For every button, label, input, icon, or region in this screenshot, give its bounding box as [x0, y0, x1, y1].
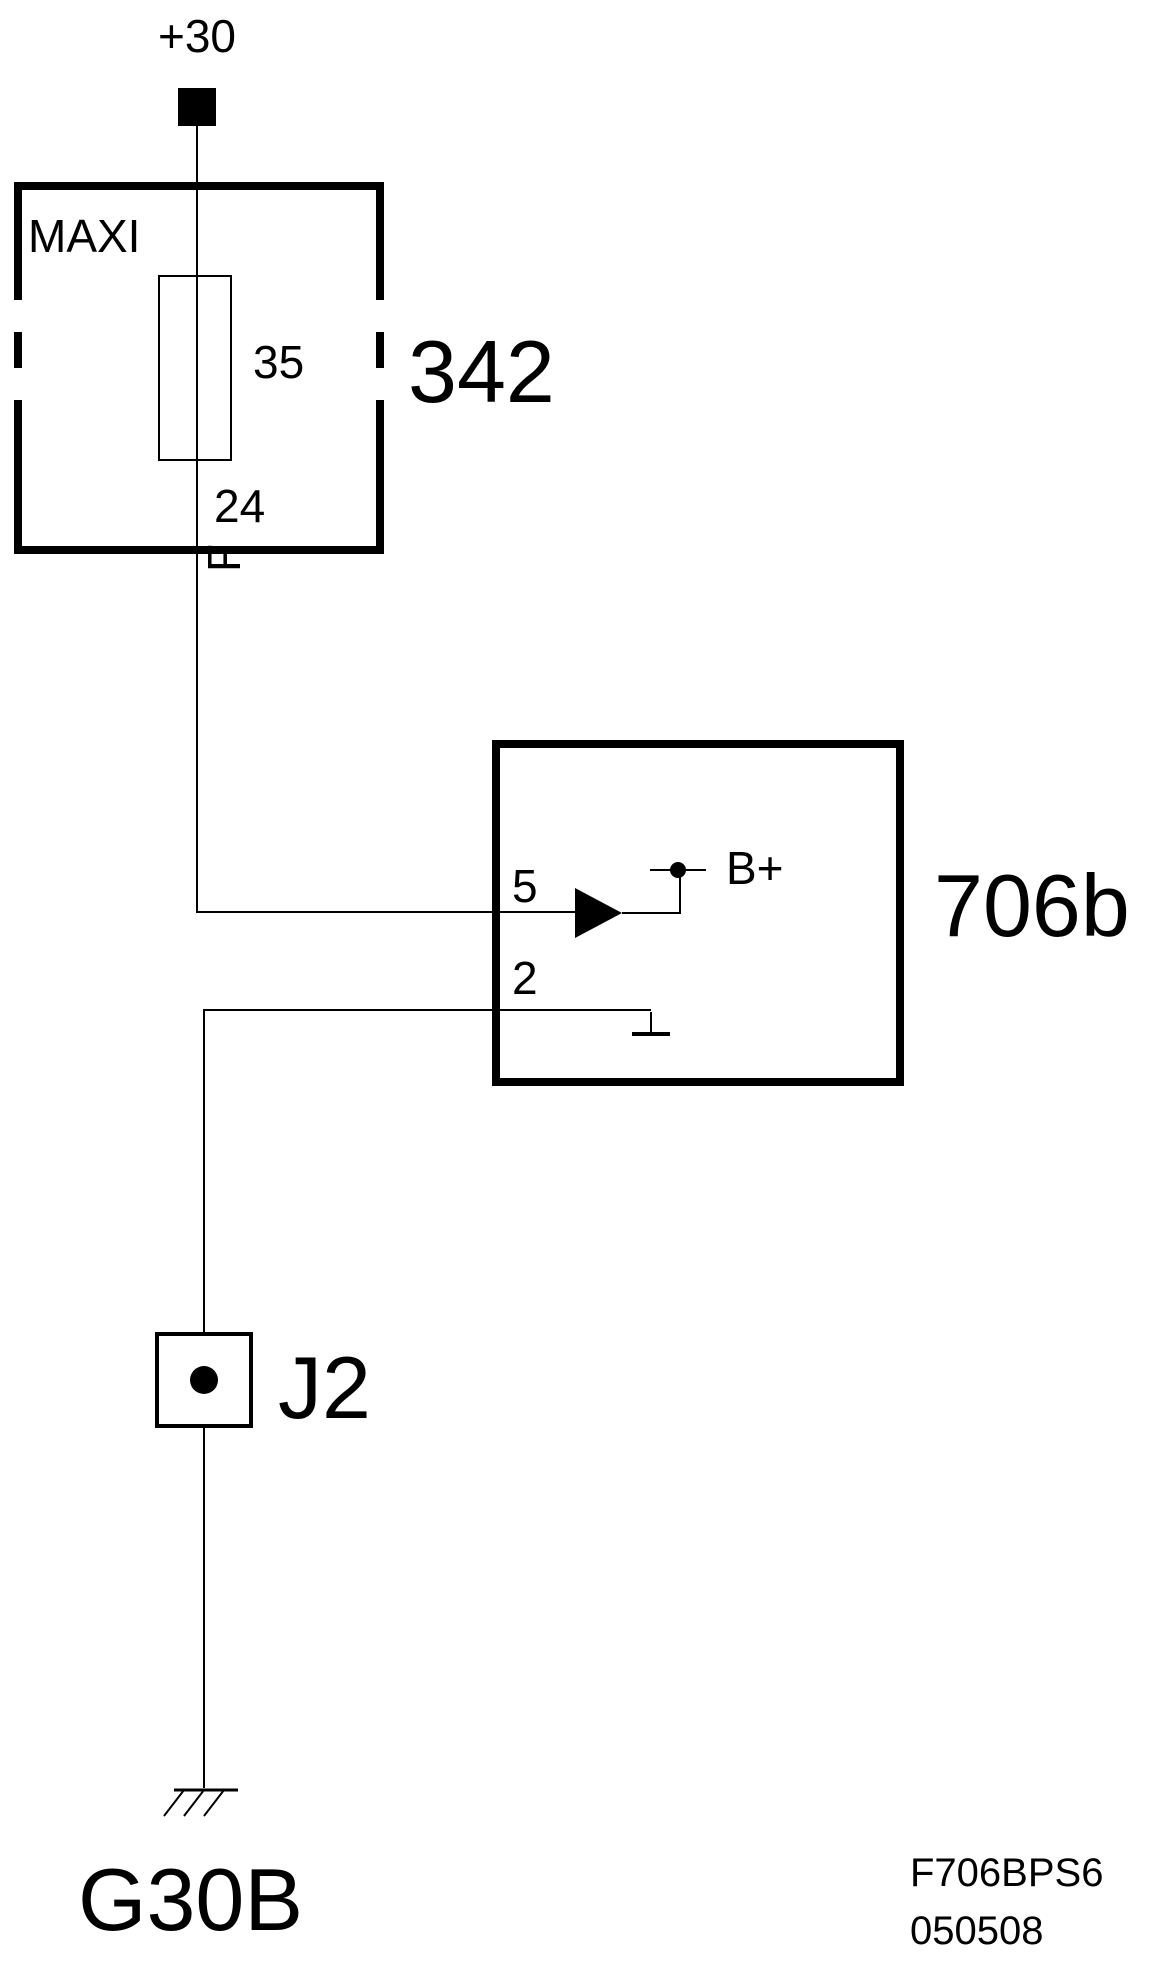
fuse-symbol: [158, 275, 232, 461]
wire-color-label: F: [198, 544, 250, 572]
wire-module-to-ground: [203, 1009, 651, 1788]
wire-supply-to-module: [196, 126, 575, 913]
supply-terminal-square: [178, 88, 216, 126]
module-id: 706b: [934, 856, 1130, 955]
fuse-box-id: 342: [408, 322, 555, 421]
connector-j2: J2: [155, 1332, 371, 1437]
module-706b: 5 2 B+ 706b: [492, 740, 1130, 1086]
connector-id: J2: [278, 1338, 371, 1437]
fuse-box-outline: [14, 182, 384, 554]
fuse-rating-label: 35: [253, 336, 304, 388]
supply-terminal: +30: [158, 10, 236, 126]
ground-id: G30B: [78, 1850, 303, 1949]
diagram-code-line-2: 050508: [910, 1909, 1043, 1953]
fuse-pin-label: 24: [214, 480, 265, 532]
module-power-label: B+: [726, 842, 784, 894]
fuse-type-label: MAXI: [28, 210, 140, 262]
module-outline: [492, 740, 904, 1086]
connector-pin-icon: [190, 1366, 218, 1394]
power-internal-line: [622, 870, 681, 914]
module-pin-5-label: 5: [512, 860, 538, 912]
fuse-box-342: MAXI 35 24 342: [14, 182, 555, 554]
input-arrow-icon: [575, 888, 622, 938]
ground-hatch-2: [183, 1789, 205, 1817]
diagram-code-line-1: F706BPS6: [910, 1851, 1103, 1895]
module-pin-2-label: 2: [512, 952, 538, 1004]
power-node-dot: [670, 862, 686, 878]
ground-g30b: G30B: [78, 1788, 303, 1949]
ground-hatch-3: [203, 1789, 225, 1817]
supply-label: +30: [158, 10, 236, 62]
ground-hatch-1: [163, 1789, 185, 1817]
